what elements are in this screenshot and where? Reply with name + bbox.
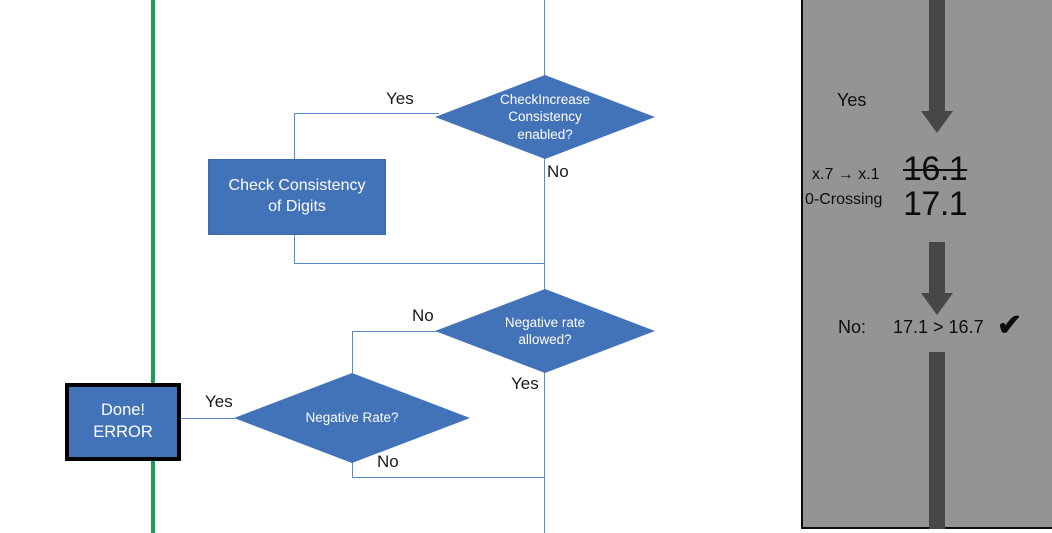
- connector-rateallowed-no-h: [352, 331, 442, 332]
- process-check-consistency-of-digits[interactable]: Check Consistency of Digits: [208, 159, 386, 235]
- edge-label-rateallowed-yes: Yes: [511, 374, 539, 393]
- panel-arrow-1-head: [921, 111, 953, 133]
- edge-label-negrate-no: No: [377, 452, 399, 471]
- connector-checkincrease-yes-v: [294, 113, 295, 159]
- connector-spine-bottom: [544, 357, 545, 533]
- decision-negative-rate-allowed[interactable]: Negative rate allowed?: [435, 289, 655, 373]
- connector-negrate-no-h: [352, 477, 545, 478]
- panel-result-comparison: 17.1 > 16.7: [893, 317, 984, 337]
- panel-arrow-2-shaft: [929, 242, 945, 295]
- decision-negative-rate-allowed-label: Negative rate allowed?: [504, 314, 586, 347]
- connector-checkincrease-yes-h: [294, 113, 439, 114]
- green-vertical-rule: [151, 0, 155, 533]
- connector-done-to-negrate: [173, 418, 235, 419]
- panel-arrow-2-head: [921, 293, 953, 315]
- panel-arrow-1-shaft: [929, 0, 945, 113]
- terminator-done-error-line1: Done!: [100, 401, 146, 420]
- connector-spine-mid: [544, 157, 545, 307]
- decision-negative-rate-label: Negative Rate?: [305, 410, 399, 426]
- panel-row-1-caption: 0-Crossing: [805, 191, 883, 208]
- panel-row-0-caption: x.7 → x.1: [812, 166, 880, 183]
- connector-digits-box-down: [294, 233, 295, 263]
- decision-negative-rate[interactable]: Negative Rate?: [234, 373, 470, 463]
- panel-yes-label: Yes: [837, 90, 867, 110]
- connector-spine-top: [544, 0, 545, 80]
- edge-label-checkincrease-yes: Yes: [386, 89, 414, 108]
- panel-row-1-value: 17.1: [903, 185, 968, 223]
- edge-label-rateallowed-no: No: [412, 306, 434, 325]
- panel-row-0-value: 16.1: [903, 150, 968, 188]
- terminator-done-error-line2: ERROR: [93, 423, 153, 441]
- connector-rateallowed-no-v: [352, 331, 353, 373]
- edge-label-negrate-yes: Yes: [205, 392, 233, 411]
- decision-checkincrease-consistency[interactable]: CheckIncrease Consistency enabled?: [435, 75, 655, 159]
- panel-arrow-3-shaft: [929, 352, 945, 529]
- panel-result-check-icon: ✔: [997, 309, 1023, 342]
- process-check-consistency-of-digits-label: Check Consistency of Digits: [228, 177, 366, 215]
- terminator-done-error[interactable]: Done! ERROR: [65, 383, 181, 461]
- connector-digits-rejoin: [294, 263, 545, 264]
- edge-label-checkincrease-no: No: [547, 162, 569, 181]
- decision-checkincrease-consistency-label: CheckIncrease Consistency enabled?: [499, 92, 591, 142]
- panel-result-prefix: No:: [838, 317, 867, 337]
- explanation-panel: Yes x.7 → x.1 16.1 0-Crossing 17.1 No: 1…: [801, 0, 1052, 529]
